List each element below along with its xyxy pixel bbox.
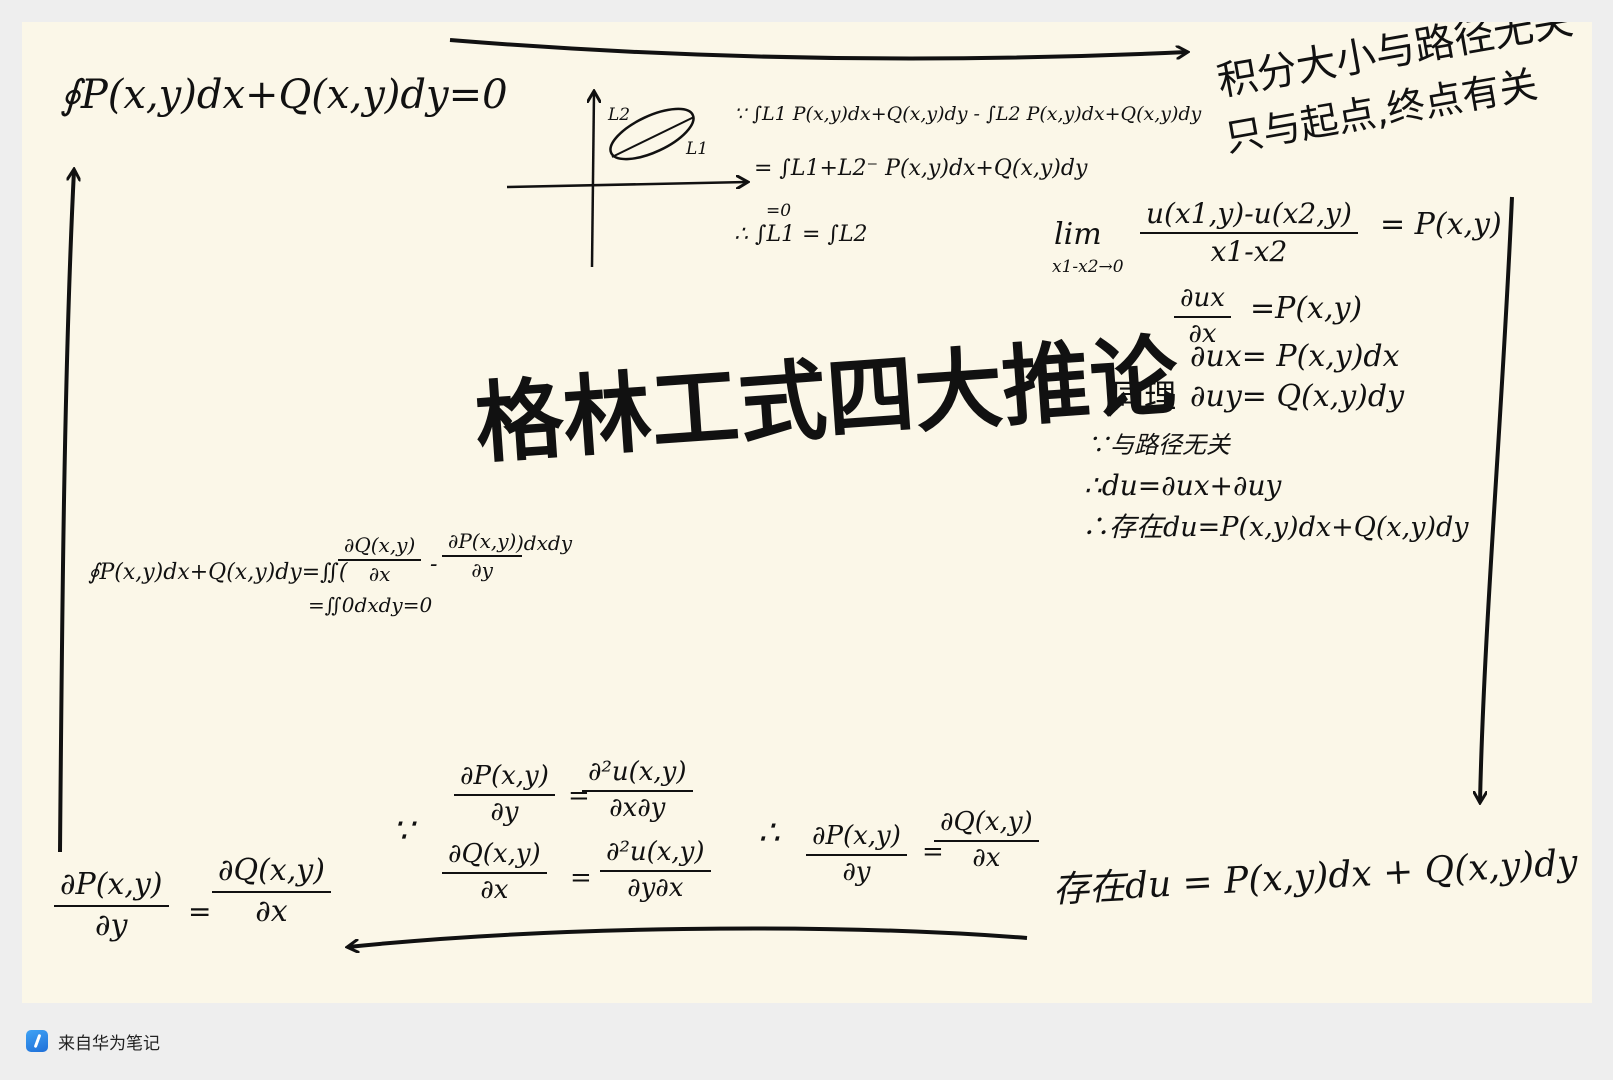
exists-du-right: ∴存在du=P(x,y)dx+Q(x,y)dy (1082, 512, 1469, 543)
mixed-q-rhs-den: ∂y∂x (627, 872, 684, 903)
green-frac-q-den: ∂x (368, 562, 391, 586)
mixed-q-rhs-num: ∂²u(x,y) (600, 837, 711, 872)
limit-result: = P(x,y) (1380, 207, 1502, 242)
green-lhs: ∮P(x,y)dx+Q(x,y)dy=∬( (88, 560, 348, 585)
conclusion-eq: = (922, 837, 944, 867)
mixed-p-den: ∂y (490, 796, 519, 827)
bottom-left-p: ∂P(x,y) ∂y (54, 867, 169, 943)
path-integral-line3: =0 (766, 201, 792, 221)
green-rhs: )dxdy (516, 531, 572, 555)
mixed-q-lhs: ∂Q(x,y) ∂x (442, 839, 547, 906)
duy-equation: ∂uy= Q(x,y)dy (1190, 379, 1405, 414)
green-frac-p-num: ∂P(x,y) (442, 530, 523, 557)
mixed-p-rhs-den: ∂x∂y (609, 792, 666, 823)
graph-y-axis (592, 92, 594, 268)
conclusion-p-num: ∂P(x,y) (806, 821, 907, 856)
graph-closed-curve (609, 107, 695, 161)
source-label: 来自华为笔记 (58, 1033, 160, 1054)
similarly-label: 同理 (1112, 377, 1177, 415)
limit-subscript: x1-x2→0 (1052, 257, 1124, 277)
partial-ux-result: =P(x,y) (1250, 291, 1363, 326)
therefore-symbol: ∴ (758, 813, 780, 853)
graph-label-l1: L1 (686, 139, 709, 159)
mixed-p-lhs: ∂P(x,y) ∂y (454, 761, 555, 828)
graph-x-axis (506, 182, 747, 187)
green-zero: =∬0dxdy=0 (308, 593, 433, 617)
green-frac-q: ∂Q(x,y) ∂x (338, 534, 422, 586)
mixed-q-num: ∂Q(x,y) (442, 839, 547, 874)
mixed-p-num: ∂P(x,y) (454, 761, 555, 796)
mixed-q-eq: = (570, 863, 592, 893)
huawei-notes-icon (26, 1030, 48, 1052)
partial-ux-num: ∂ux (1174, 283, 1231, 318)
du-sum: ∴du=∂ux+∂uy (1084, 469, 1282, 502)
bottom-left-q: ∂Q(x,y) ∂x (212, 853, 331, 929)
limit-denominator: x1-x2 (1210, 235, 1288, 269)
note-canvas: ∮P(x,y)dx+Q(x,y)dy=0 L2 L1 ∵ ∫L1 P(x,y)d… (22, 22, 1592, 1003)
closed-integral-zero: ∮P(x,y)dx+Q(x,y)dy=0 (60, 72, 508, 118)
arrow-bottom (348, 926, 1028, 947)
conclusion-p-den: ∂y (842, 856, 871, 887)
mixed-q-den: ∂x (480, 874, 509, 905)
limit-label: lim (1054, 217, 1102, 252)
path-indep-since: ∵与路径无关 (1086, 431, 1230, 459)
mixed-p-rhs: ∂²u(x,y) ∂x∂y (582, 757, 693, 824)
limit-numerator: u(x1,y)-u(x2,y) (1140, 197, 1358, 235)
green-frac-p: ∂P(x,y) ∂y (442, 530, 523, 582)
dux-equation: ∂ux= P(x,y)dx (1190, 339, 1400, 374)
green-frac-p-den: ∂y (471, 558, 493, 582)
footer: 来自华为笔记 (26, 1026, 160, 1056)
bottom-left-q-den: ∂x (255, 893, 288, 929)
graph-label-l2: L2 (608, 105, 631, 125)
handwritten-strokes (58, 38, 1514, 1003)
partial-ux-fraction: ∂ux ∂x (1174, 283, 1231, 350)
path-integral-line1: ∵ ∫L1 P(x,y)dx+Q(x,y)dy - ∫L2 P(x,y)dx+Q… (734, 103, 1202, 125)
partial-ux-den: ∂x (1188, 318, 1217, 349)
because-symbol: ∵ (392, 811, 414, 851)
path-integral-line4: ∴ ∫L1 = ∫L2 (734, 222, 868, 247)
conclusion-q-num: ∂Q(x,y) (934, 807, 1039, 842)
arrow-left (58, 170, 74, 853)
arrow-top (449, 38, 1187, 61)
mixed-p-eq: = (568, 781, 590, 811)
mixed-p-rhs-num: ∂²u(x,y) (582, 757, 693, 792)
graph-path-l1 (611, 116, 695, 158)
bottom-left-p-num: ∂P(x,y) (54, 867, 169, 907)
mixed-q-rhs: ∂²u(x,y) ∂y∂x (600, 837, 711, 904)
bottom-left-p-den: ∂y (95, 907, 128, 943)
limit-fraction: u(x1,y)-u(x2,y) x1-x2 (1140, 197, 1358, 269)
conclusion-q-den: ∂x (972, 842, 1001, 873)
arrow-right (1480, 196, 1514, 802)
green-frac-q-num: ∂Q(x,y) (338, 534, 422, 561)
bottom-left-q-num: ∂Q(x,y) (212, 853, 331, 893)
green-minus: - (430, 552, 438, 577)
conclusion-q: ∂Q(x,y) ∂x (934, 807, 1039, 874)
bottom-left-eq: = (188, 895, 212, 928)
path-integral-line2: = ∫L1+L2⁻ P(x,y)dx+Q(x,y)dy (754, 156, 1088, 181)
conclusion-p: ∂P(x,y) ∂y (806, 821, 907, 888)
